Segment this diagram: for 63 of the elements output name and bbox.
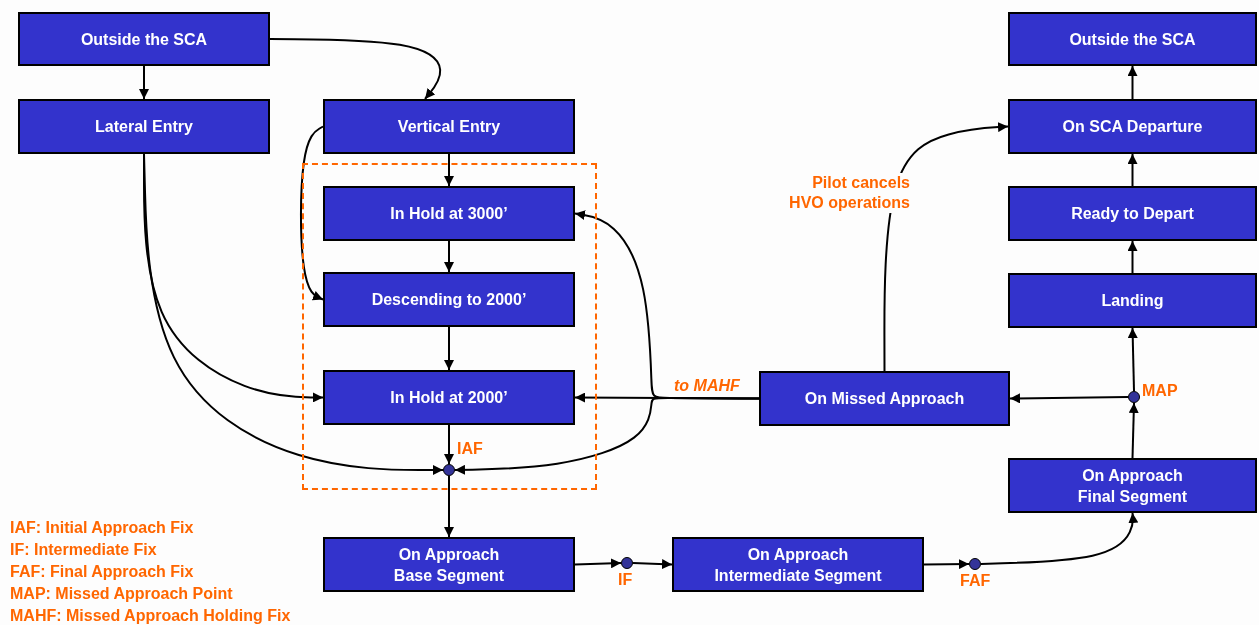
legend-text: IF: Intermediate Fix [10, 540, 157, 560]
arrow [1127, 240, 1138, 274]
state-box [18, 12, 270, 66]
arrow [444, 475, 454, 538]
arrow [1127, 65, 1138, 100]
state-box [323, 186, 575, 241]
fix-label: IF [618, 571, 633, 589]
fix-point [443, 464, 455, 476]
state-label: On Approach Base Segment [392, 544, 506, 586]
arrow [1128, 402, 1139, 459]
state-box [1008, 12, 1257, 66]
legend-text: IAF: Initial Approach Fix [10, 518, 194, 538]
fix-label: FAF [960, 572, 991, 590]
arrow [980, 512, 1139, 565]
state-label: Ready to Depart [1071, 204, 1194, 224]
arrow [632, 559, 673, 570]
arrow [299, 125, 324, 301]
dashed-region [302, 163, 597, 490]
state-box [1008, 99, 1257, 154]
arrow [143, 153, 444, 475]
state-label: Outside the SCA [1069, 29, 1196, 50]
arrow [444, 153, 454, 187]
state-box [18, 99, 270, 154]
state-label: On Approach Intermediate Segment [713, 544, 883, 586]
state-box [672, 537, 924, 592]
state-label: Descending to 2000’ [371, 290, 527, 310]
arrow [574, 558, 622, 569]
state-label: Lateral Entry [95, 117, 193, 137]
state-label: In Hold at 2000’ [390, 388, 508, 408]
state-label: On Approach Final Segment [1076, 465, 1189, 507]
arrow [444, 240, 454, 273]
legend-text: FAF: Final Approach Fix [10, 562, 194, 582]
state-box [1008, 186, 1257, 241]
arrow [883, 122, 1009, 372]
state-box [323, 370, 575, 425]
state-box [323, 537, 575, 592]
arrow [139, 65, 149, 100]
state-box [1008, 273, 1257, 328]
state-label: Landing [1101, 291, 1164, 311]
legend-text: MAP: Missed Approach Point [10, 584, 233, 604]
fix-label: IAF [457, 440, 483, 458]
state-label: Outside the SCA [80, 29, 208, 50]
state-label: Vertical Entry [397, 117, 501, 137]
fix-point [969, 558, 981, 570]
arrow [1009, 393, 1129, 404]
arrow [923, 559, 970, 570]
state-box [323, 99, 575, 154]
state-label: On Missed Approach [804, 389, 965, 409]
fix-point [621, 557, 633, 569]
state-box [323, 272, 575, 327]
arrow [1127, 327, 1138, 392]
legend-text: MAHF: Missed Approach Holding Fix [10, 606, 291, 625]
arrow [444, 326, 454, 371]
state-label: In Hold at 3000’ [390, 204, 508, 224]
fix-label: MAP [1142, 382, 1178, 400]
arrow [444, 424, 454, 465]
arrow [269, 38, 442, 100]
state-box [1008, 458, 1257, 513]
state-box [759, 371, 1010, 426]
arrow [454, 397, 760, 475]
fix-point [1128, 391, 1140, 403]
arrow [1127, 153, 1138, 187]
state-label: On SCA Departure [1062, 117, 1203, 137]
